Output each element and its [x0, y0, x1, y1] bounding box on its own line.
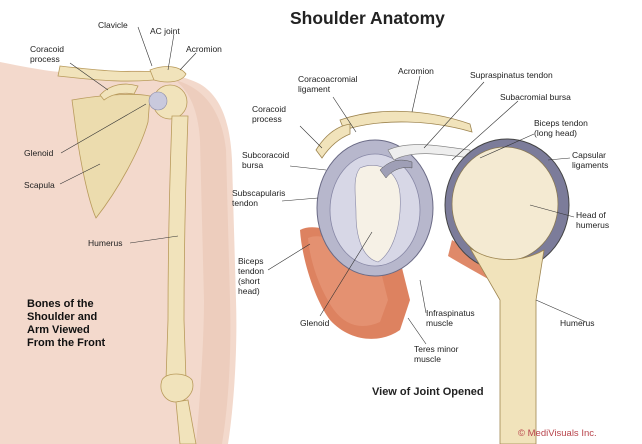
label-glenoid-left: Glenoid	[24, 148, 54, 158]
label-supraspinatus-tendon: Supraspinatus tendon	[470, 70, 553, 80]
label-humerus-left: Humerus	[88, 238, 123, 248]
label-coracoid-left: Coracoid process	[30, 44, 65, 64]
label-clavicle: Clavicle	[98, 20, 128, 30]
label-infraspinatus-muscle: Infraspinatus muscle	[426, 308, 475, 328]
glenoid-socket	[316, 139, 434, 277]
left-leader-lines	[59, 26, 197, 244]
label-scapula: Scapula	[24, 180, 55, 190]
figure-title: Shoulder Anatomy	[290, 8, 445, 28]
label-acromion-right: Acromion	[398, 66, 434, 76]
label-biceps-long-head: Biceps tendon (long head)	[534, 118, 588, 138]
label-subscapularis-tendon: Subscapularis tendon	[232, 188, 286, 208]
label-subcoracoid-bursa: Subcoracoid bursa	[242, 150, 290, 170]
acromion-roof	[315, 110, 473, 159]
label-humerus-right: Humerus	[560, 318, 595, 328]
credit-text: © MediVisuals Inc.	[518, 428, 597, 439]
label-subacromial-bursa: Subacromial bursa	[500, 92, 571, 102]
scapula-bone	[71, 93, 151, 219]
label-head-of-humerus: Head of humerus	[576, 210, 610, 230]
label-capsular-ligaments: Capsular ligaments	[572, 150, 609, 170]
label-biceps-short-head: Biceps tendon (short head)	[238, 256, 264, 296]
right-panel-subtitle: View of Joint Opened	[372, 386, 484, 398]
supraspinatus-tendon	[379, 144, 471, 179]
acromion-bone	[149, 66, 187, 83]
label-teres-minor-muscle: Teres minor muscle	[414, 344, 459, 364]
left-panel-caption: Bones of the Shoulder and Arm Viewed Fro…	[27, 298, 106, 349]
label-coracoid-right: Coracoid process	[252, 104, 287, 124]
humeral-head	[444, 138, 570, 444]
label-coracoacromial-ligament: Coracoacromial ligament	[298, 74, 358, 94]
label-ac-joint: AC joint	[150, 26, 180, 36]
humerus-bone	[148, 84, 197, 444]
label-acromion-left: Acromion	[186, 44, 222, 54]
right-leader-lines	[267, 75, 587, 345]
label-glenoid-right: Glenoid	[300, 318, 330, 328]
